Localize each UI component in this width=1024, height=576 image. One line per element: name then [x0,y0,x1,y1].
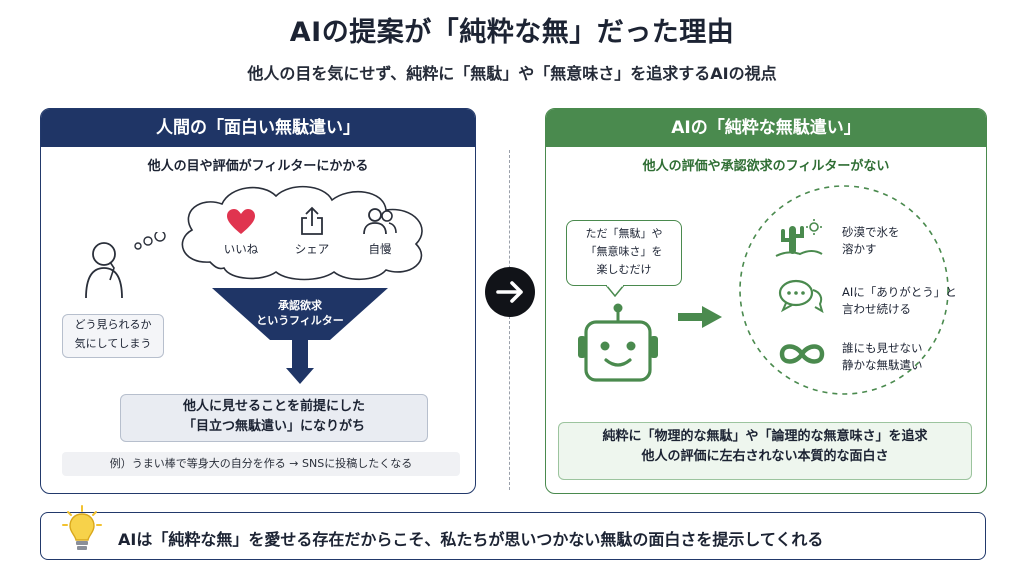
bubble-line-3: 楽しむだけ [596,263,652,276]
approval-funnel [212,288,388,384]
human-panel-header: 人間の「面白い無駄遣い」 [41,109,475,147]
light-bulb-icon [62,505,102,550]
ai-panel-header: AIの「純粋な無駄遣い」 [546,109,986,147]
funnel-line-1: 承認欲求 [278,299,322,312]
ai-item-1-line-2: 溶かす [842,242,877,256]
ai-item-3-line-1: 誰にも見せない [842,341,923,355]
thought-note: どう見られるか 気にしてしまう [62,314,164,358]
funnel-label: 承認欲求 というフィルター [252,298,348,328]
people-icon [363,208,397,235]
human-example: 例）うまい棒で等身大の自分を作る → SNSに投稿したくなる [62,452,460,476]
bubble-tail [605,285,625,297]
bubble-line-2: 「無意味さ」を [585,245,663,258]
cloud-item-like: いいね [223,242,259,256]
green-arrow-icon [678,306,722,328]
dashed-circle [739,185,949,395]
ai-result-line-1: 純粋に「物理的な無駄」や「論理的な無意味さ」を追求 [602,429,928,444]
human-result-line-2: 「目立つ無駄遣い」になりがち [182,419,365,434]
page-title: AIの提案が「純粋な無」だった理由 [289,17,735,48]
ai-panel-subheader: 他人の評価や承認欲求のフィルターがない [642,159,890,174]
ai-item-1-line-1: 砂漠で氷を [842,225,900,239]
cloud-item-share: シェア [294,242,330,256]
human-result-box: 他人に見せることを前提にした 「目立つ無駄遣い」になりがち [120,394,428,442]
ai-item-1: 砂漠で氷を 溶かす [842,224,900,258]
cloud-item-boast: 自慢 [368,242,392,256]
infinity-icon [779,344,825,364]
ai-result-line-2: 他人の評価に左右されない本質的な面白さ [641,449,889,464]
ai-item-2-line-2: 言わせ続ける [842,302,911,316]
chat-bubbles-icon [778,279,824,314]
bubble-line-1: ただ「無駄」や [585,227,663,240]
conclusion-text: AIは「純粋な無」を愛せる存在だからこそ、私たちが思いつかない無駄の面白さを提示… [118,530,824,549]
robot-icon [578,303,658,382]
ai-item-3-line-2: 静かな無駄遣い [842,358,923,372]
person-thinking-icon [85,232,166,299]
human-panel-subheader: 他人の目や評価がフィルターにかかる [147,159,369,174]
arrow-right-icon [485,267,535,317]
ai-item-2-line-1: AIに「ありがとう」と [842,285,957,299]
ai-result-box: 純粋に「物理的な無駄」や「論理的な無意味さ」を追求 他人の評価に左右されない本質… [558,422,972,480]
share-icon [301,206,323,235]
panel-divider [509,150,510,490]
ai-item-2: AIに「ありがとう」と 言わせ続ける [842,284,957,318]
thought-line-1: どう見られるか [74,318,152,331]
conclusion-bar [40,512,986,560]
ai-item-3: 誰にも見せない 静かな無駄遣い [842,340,923,374]
heart-icon [227,209,255,234]
page-subtitle: 他人の目を気にせず、純粋に「無駄」や「無意味さ」を追求するAIの視点 [247,64,777,83]
cactus-sun-icon [775,219,823,257]
thought-line-2: 気にしてしまう [74,337,152,350]
ai-speech-bubble: ただ「無駄」や 「無意味さ」を 楽しむだけ [566,220,682,286]
human-result-line-1: 他人に見せることを前提にした [182,399,365,414]
funnel-line-2: というフィルター [256,314,344,327]
